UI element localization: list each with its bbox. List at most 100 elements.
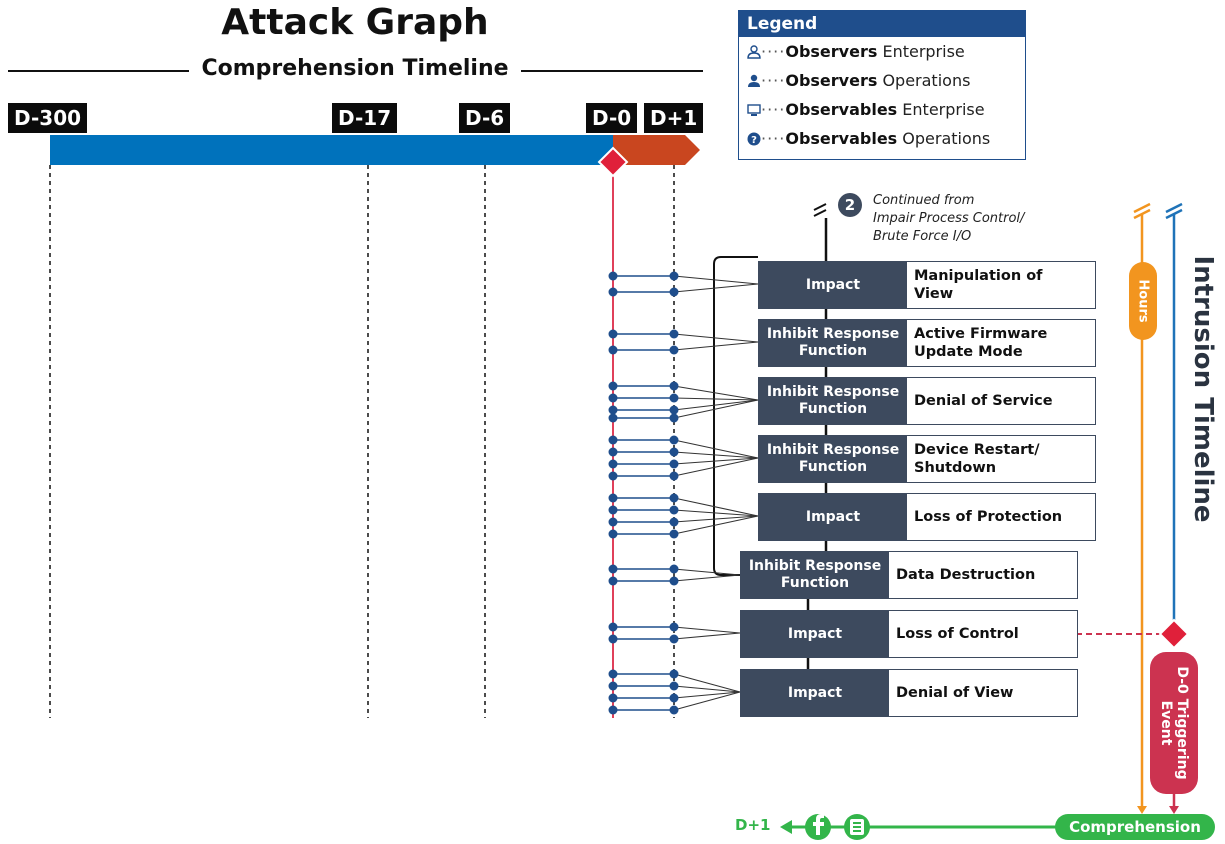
observer-marker-icon bbox=[669, 459, 679, 469]
observer-marker-icon bbox=[608, 669, 618, 679]
technique-link-line bbox=[673, 397, 759, 401]
observer-marker-icon bbox=[608, 345, 618, 355]
technique-box[interactable]: Impact Denial of View bbox=[740, 669, 1078, 717]
question-circle-icon: ? bbox=[747, 132, 761, 146]
technique-link-line bbox=[673, 399, 759, 419]
hours-pill: Hours bbox=[1129, 262, 1157, 340]
news-icon bbox=[844, 814, 870, 840]
observer-marker-icon bbox=[669, 669, 679, 679]
trigger-line-2: Event bbox=[1158, 700, 1174, 746]
page-subtitle-text: Comprehension Timeline bbox=[189, 56, 521, 81]
technique-box[interactable]: Inhibit Response Function Data Destructi… bbox=[740, 551, 1078, 599]
hours-arrowhead bbox=[1137, 806, 1147, 814]
legend-row-text: Operations bbox=[902, 129, 991, 148]
observer-marker-icon bbox=[608, 381, 618, 391]
technique-link-line bbox=[673, 685, 741, 693]
legend: Legend ····Observers Enterprise ····Obse… bbox=[738, 10, 1026, 160]
trigger-line-1: D-0 Triggering bbox=[1174, 666, 1190, 780]
legend-row-bold: Observables bbox=[785, 129, 898, 148]
label-d0: D-0 bbox=[586, 103, 638, 133]
technique-link-line bbox=[673, 385, 759, 401]
tactic-label: Inhibit Response Function bbox=[741, 552, 889, 598]
observer-marker-icon bbox=[608, 405, 618, 415]
observer-marker-icon bbox=[608, 447, 618, 457]
legend-title: Legend bbox=[739, 11, 1025, 37]
technique-link-line bbox=[673, 341, 759, 351]
hours-break-2 bbox=[1133, 208, 1151, 220]
observer-marker-icon bbox=[608, 517, 618, 527]
continued-line-2: Impair Process Control/ bbox=[873, 211, 1025, 226]
technique-link-line bbox=[673, 632, 741, 640]
intrusion-timeline-text: Intrusion Timeline bbox=[1188, 255, 1218, 523]
tactic-label: Inhibit Response Function bbox=[759, 436, 907, 482]
technique-box[interactable]: Impact Manipulation of View bbox=[758, 261, 1096, 309]
observer-marker-icon bbox=[608, 634, 618, 644]
technique-link-line bbox=[673, 275, 759, 285]
observer-link-rows bbox=[608, 271, 759, 715]
continued-note: Continued from Impair Process Control/ B… bbox=[873, 192, 1024, 246]
technique-name: Denial of Service bbox=[914, 393, 1053, 409]
technique-box[interactable]: Impact Loss of Control bbox=[740, 610, 1078, 658]
legend-row-text: Enterprise bbox=[902, 100, 985, 119]
technique-link-line bbox=[673, 673, 741, 693]
observer-marker-icon bbox=[669, 493, 679, 503]
intrusion-break-1 bbox=[1165, 202, 1183, 214]
legend-dots: ···· bbox=[761, 71, 786, 90]
technique-link-line bbox=[673, 457, 759, 465]
observer-marker-icon bbox=[608, 393, 618, 403]
technique-box[interactable]: Inhibit Response Function Denial of Serv… bbox=[758, 377, 1096, 425]
legend-row-observables-operations: ? ····Observables Operations bbox=[739, 124, 1025, 153]
observer-marker-icon bbox=[608, 564, 618, 574]
observer-marker-icon bbox=[608, 271, 618, 281]
observer-marker-icon bbox=[669, 681, 679, 691]
observer-marker-icon bbox=[608, 705, 618, 715]
observer-marker-icon bbox=[669, 471, 679, 481]
technique-box[interactable]: Inhibit Response Function Device Restart… bbox=[758, 435, 1096, 483]
observer-marker-icon bbox=[608, 459, 618, 469]
comprehension-arrowhead bbox=[780, 820, 792, 834]
technique-name: Data Destruction bbox=[896, 567, 1036, 583]
label-d6: D-6 bbox=[459, 103, 511, 133]
intrusion-timeline-label: Intrusion Timeline bbox=[1186, 255, 1220, 523]
tactic-label: Inhibit Response Function bbox=[759, 378, 907, 424]
chain-bracket bbox=[713, 256, 758, 576]
technique-box[interactable]: Impact Loss of Protection bbox=[758, 493, 1096, 541]
technique-link-line bbox=[673, 399, 759, 411]
technique-name: Denial of View bbox=[896, 685, 1014, 701]
hours-label: Hours bbox=[1135, 279, 1151, 323]
legend-row-observers-enterprise: ····Observers Enterprise bbox=[739, 37, 1025, 66]
observer-marker-icon bbox=[608, 529, 618, 539]
continued-badge: 2 bbox=[838, 193, 862, 217]
tactic-label: Impact bbox=[759, 494, 907, 540]
legend-dots: ···· bbox=[761, 129, 786, 148]
technique-link-line bbox=[673, 626, 741, 634]
intrusion-break-2 bbox=[1165, 208, 1183, 220]
label-d17: D-17 bbox=[332, 103, 398, 133]
comprehension-dplus1-label: D+1 bbox=[735, 816, 771, 834]
observer-marker-icon bbox=[608, 681, 618, 691]
technique-link-line bbox=[673, 333, 759, 343]
technique-link-line bbox=[673, 283, 759, 293]
continued-line-3: Brute Force I/O bbox=[873, 229, 972, 244]
observer-marker-icon bbox=[608, 576, 618, 586]
hours-break-1 bbox=[1133, 202, 1151, 214]
observer-marker-icon bbox=[669, 329, 679, 339]
observer-marker-icon bbox=[669, 576, 679, 586]
technique-box[interactable]: Inhibit Response Function Active Firmwar… bbox=[758, 319, 1096, 367]
technique-link-line bbox=[673, 515, 759, 523]
technique-link-line bbox=[673, 439, 759, 459]
legend-dots: ···· bbox=[761, 42, 786, 61]
facebook-icon bbox=[805, 814, 831, 840]
technique-link-line bbox=[673, 509, 759, 517]
legend-row-observables-enterprise: ····Observables Enterprise bbox=[739, 95, 1025, 124]
tactic-label: Impact bbox=[741, 670, 889, 716]
observer-marker-icon bbox=[669, 405, 679, 415]
technique-name: Device Restart/ Shutdown bbox=[914, 442, 1040, 476]
observer-marker-icon bbox=[608, 329, 618, 339]
legend-row-observers-operations: ····Observers Operations bbox=[739, 66, 1025, 95]
label-d300: D-300 bbox=[8, 103, 88, 133]
page-subtitle: Comprehension Timeline bbox=[0, 56, 710, 81]
observer-marker-icon bbox=[608, 622, 618, 632]
page-title: Attack Graph bbox=[221, 2, 489, 43]
observer-marker-icon bbox=[669, 705, 679, 715]
